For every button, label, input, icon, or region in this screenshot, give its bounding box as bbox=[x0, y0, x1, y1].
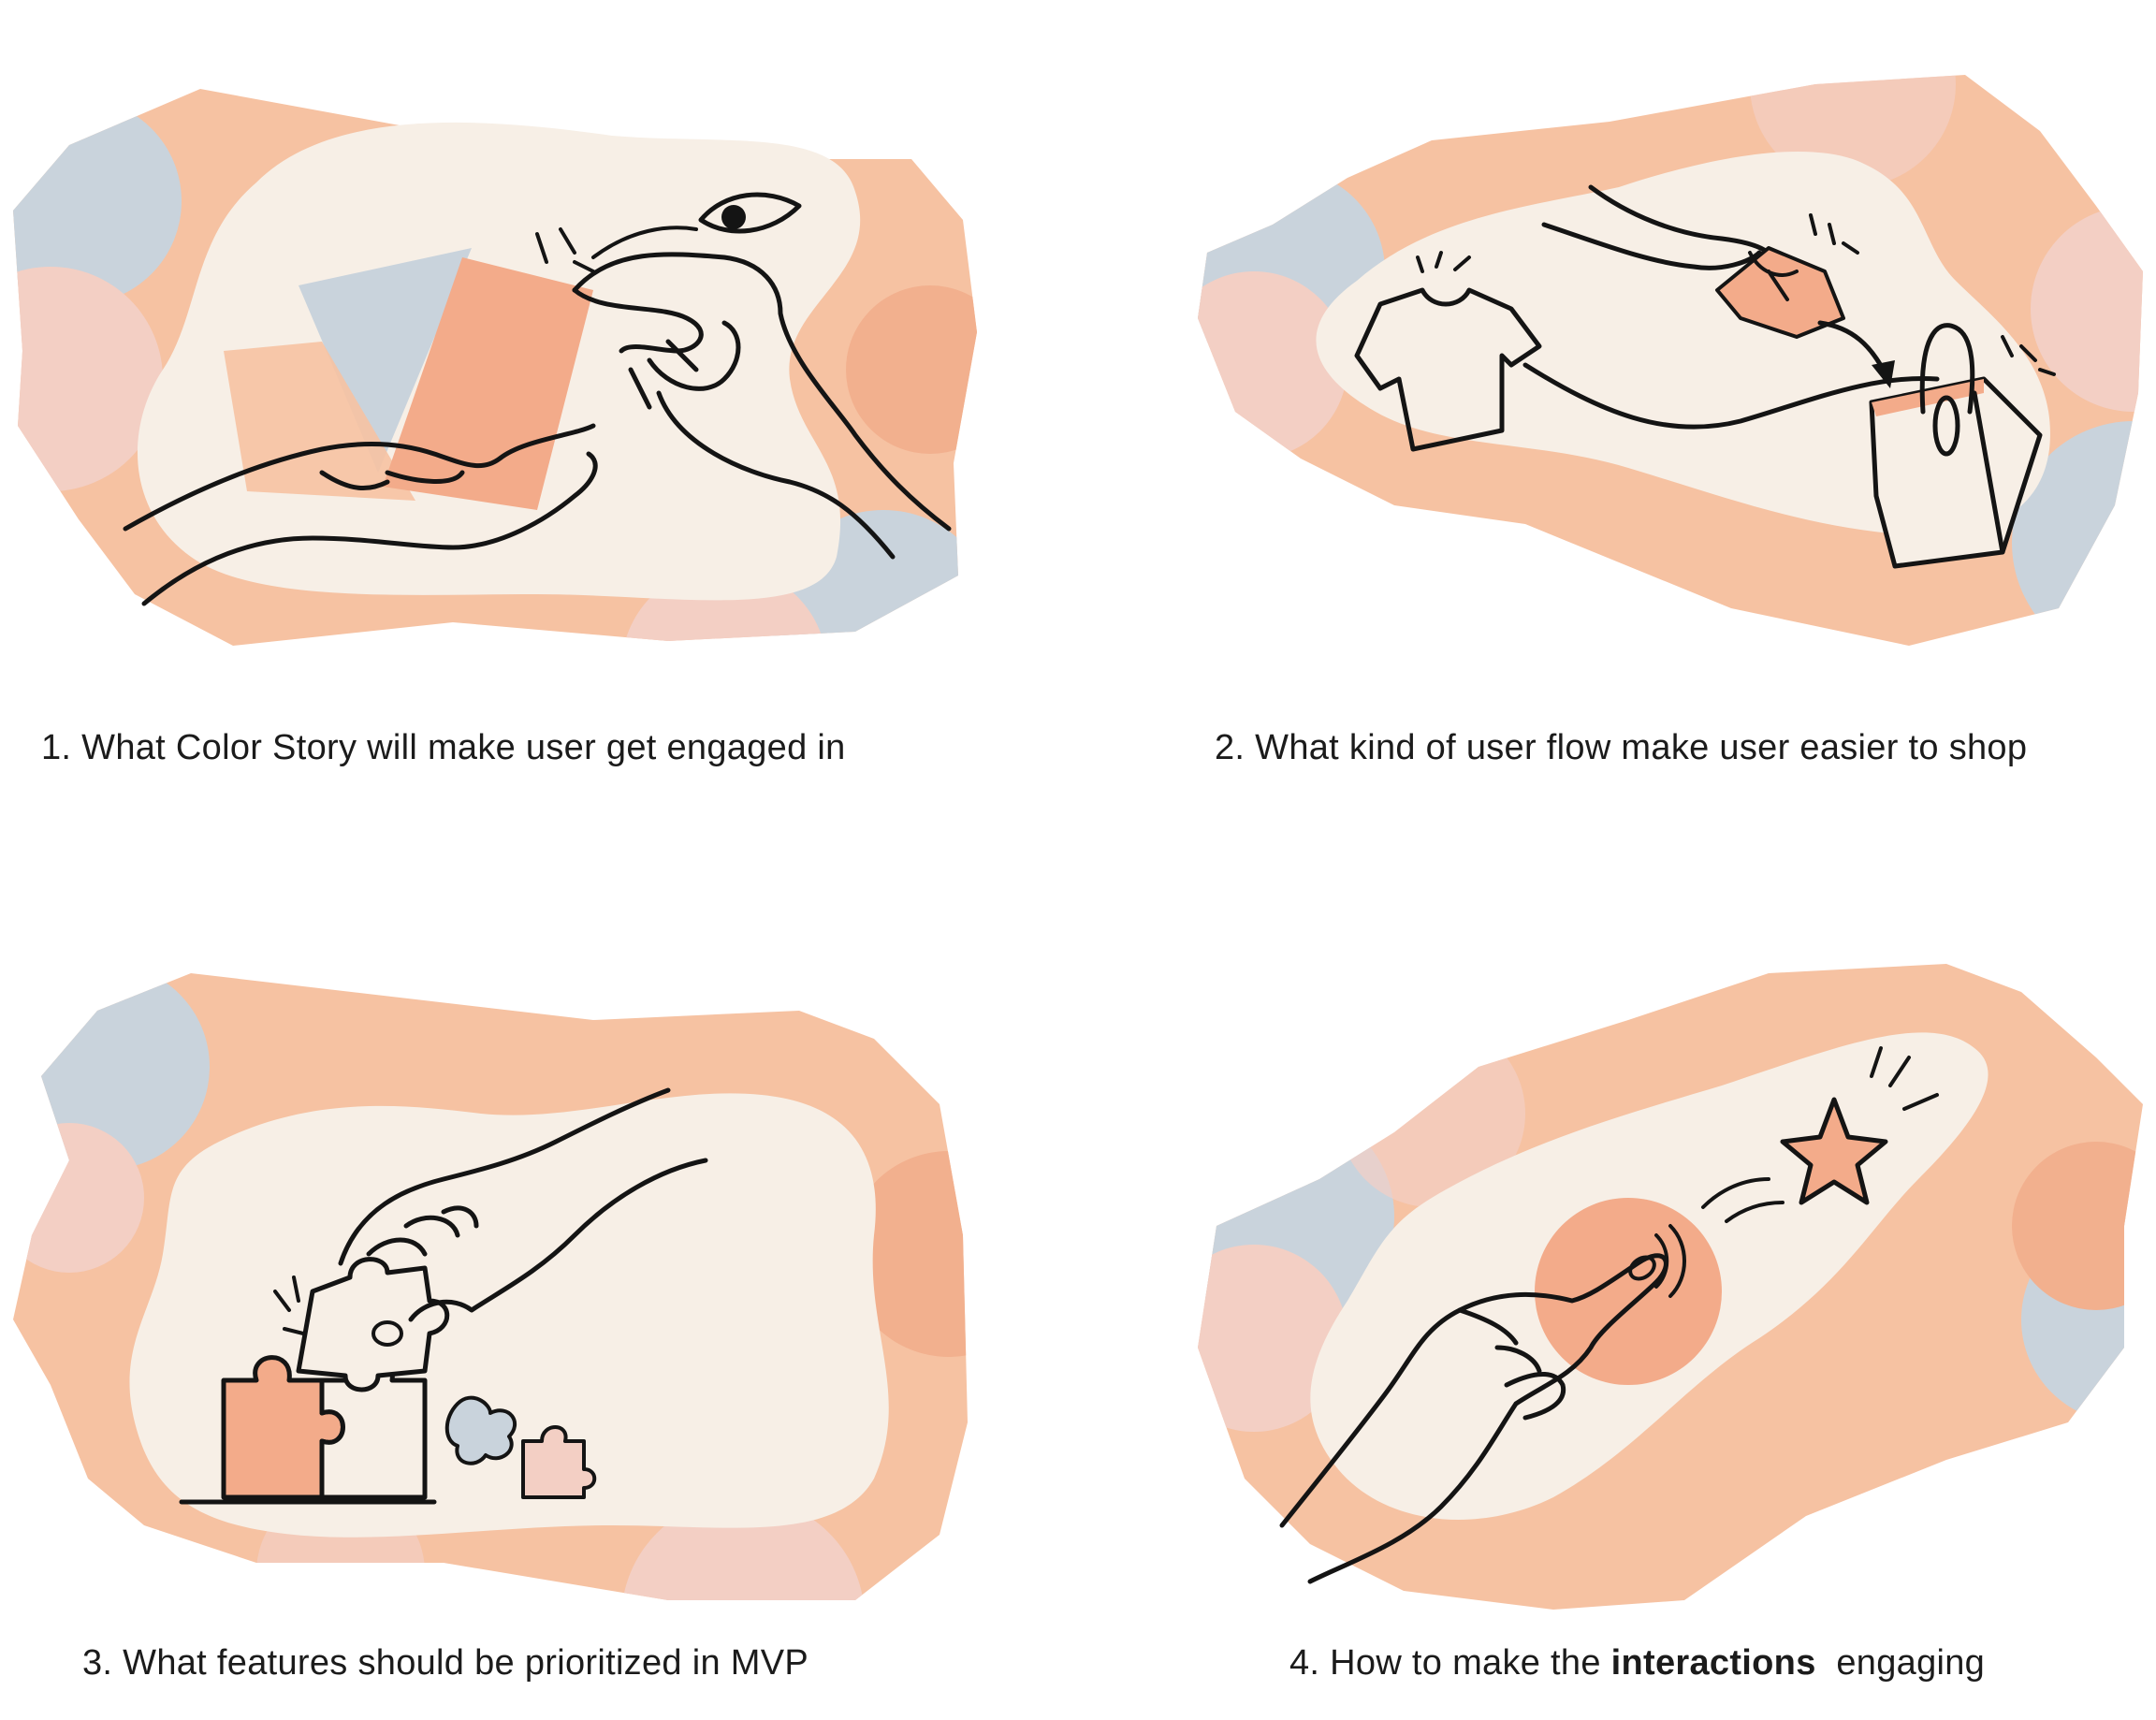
card-color-story: 1. What Color Story will make user get e… bbox=[0, 0, 1076, 842]
caption-2: 2. What kind of user flow make user easi… bbox=[1215, 728, 2028, 767]
illustration-user-flow bbox=[1198, 75, 2143, 646]
t-shirt-icon bbox=[1354, 251, 1542, 452]
star-icon bbox=[1701, 1046, 1939, 1223]
arrow-icon bbox=[1817, 320, 1895, 388]
shopping-bag-icon bbox=[1869, 323, 2056, 569]
illustration-interactions bbox=[1198, 964, 2143, 1610]
caption-4: 4. How to make the interactions engaging bbox=[1289, 1643, 1985, 1684]
eye-icon bbox=[535, 192, 802, 273]
caption-4-bold: interactions bbox=[1610, 1643, 1816, 1683]
card-mvp-features: 3. What features should be prioritized i… bbox=[0, 898, 1076, 1720]
illustration-color-story bbox=[13, 89, 977, 646]
caption-4-tail: engaging bbox=[1815, 1643, 1986, 1683]
card-user-flow: 2. What kind of user flow make user easi… bbox=[1076, 0, 2156, 842]
touch-circle-icon bbox=[1535, 1198, 1722, 1385]
puzzle-pieces-icon bbox=[179, 1355, 597, 1505]
pointing-hand-icon bbox=[1279, 1224, 1686, 1584]
caption-1: 1. What Color Story will make user get e… bbox=[41, 728, 846, 767]
open-palm-icon bbox=[123, 423, 598, 606]
caption-4-lead: 4. How to make the bbox=[1289, 1643, 1611, 1683]
hand-placing-puzzle-icon bbox=[273, 1087, 708, 1392]
hand-holding-shirt-icon bbox=[1541, 184, 1859, 339]
illustration-mvp bbox=[13, 973, 968, 1600]
caption-3: 3. What features should be prioritized i… bbox=[82, 1643, 808, 1683]
card-interactions: 4. How to make the interactions engaging bbox=[1076, 898, 2156, 1720]
hand-holding-swatch-icon bbox=[572, 252, 952, 560]
